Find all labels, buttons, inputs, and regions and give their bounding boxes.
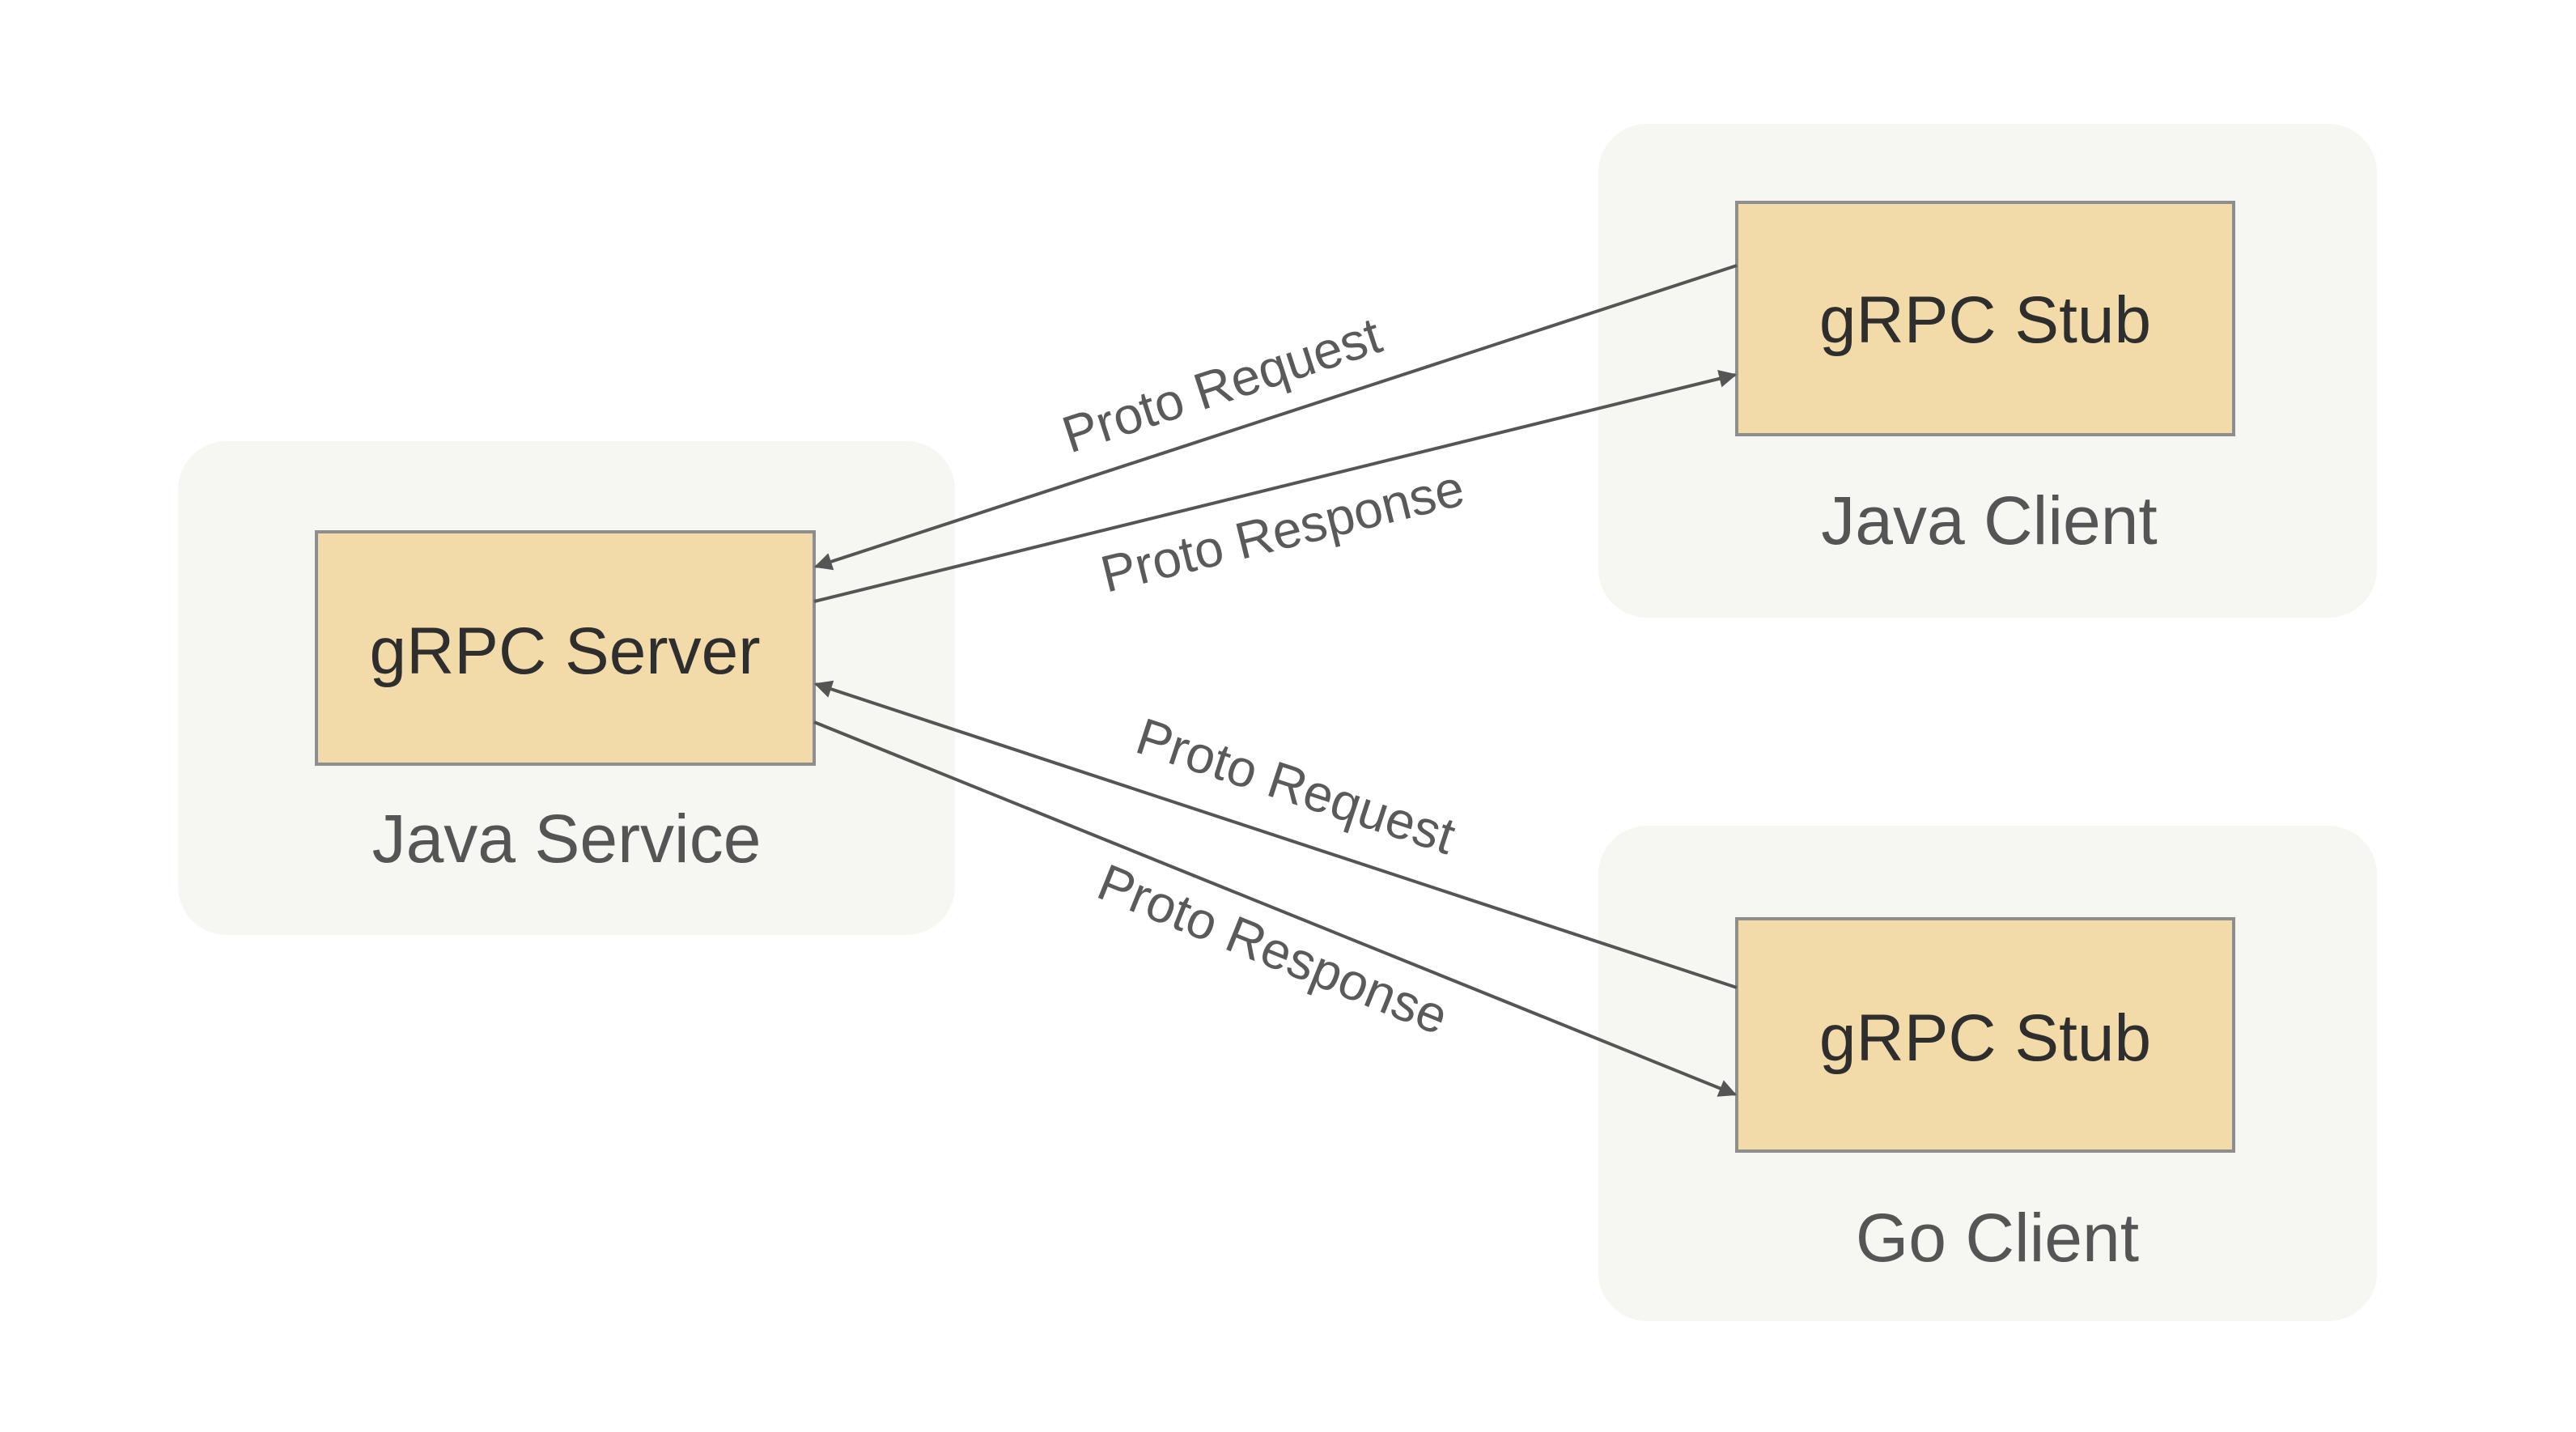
node-grpc-server: gRPC Server xyxy=(315,530,816,766)
edge-go-request-line xyxy=(813,680,1738,989)
group-go-client-label: Go Client xyxy=(1856,1200,2139,1276)
edge-go-response-line xyxy=(813,720,1738,1097)
group-java-service-label: Java Service xyxy=(372,801,762,877)
node-java-stub-label: gRPC Stub xyxy=(1819,283,2151,357)
node-java-stub: gRPC Stub xyxy=(1735,201,2235,436)
edge-java-response-line xyxy=(813,370,1738,603)
node-go-stub-box xyxy=(1735,917,2235,1153)
edge-go-response-label: Proto Response xyxy=(1090,852,1456,1046)
node-grpc-server-label: gRPC Server xyxy=(369,614,760,688)
node-grpc-server-box xyxy=(315,530,816,766)
node-go-stub: gRPC Stub xyxy=(1735,917,2235,1153)
edge-java-request-line xyxy=(813,264,1738,571)
edge-java-request-label: Proto Request xyxy=(1055,306,1388,465)
node-go-stub-label: gRPC Stub xyxy=(1819,1001,2151,1075)
group-java-client-label: Java Client xyxy=(1821,482,2158,559)
node-java-stub-box xyxy=(1735,201,2235,436)
edge-java-response-label: Proto Response xyxy=(1095,458,1470,603)
